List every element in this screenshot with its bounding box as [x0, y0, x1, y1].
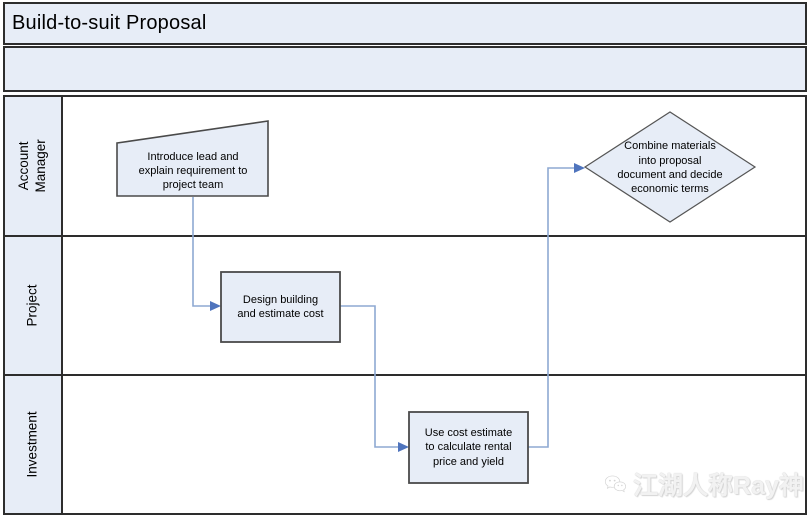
phase-bar — [3, 46, 807, 92]
lane-label-investment: Investment — [5, 376, 63, 513]
watermark: 江湖人称Ray神 — [604, 460, 804, 508]
diagram-title-bar: Build-to-suit Proposal — [3, 2, 807, 45]
shape-process-design-building — [220, 271, 341, 343]
shape-label-use-cost-estimate: Use cost estimate to calculate rental pr… — [424, 427, 513, 468]
arrowhead-icon — [574, 163, 585, 173]
connector-design-to-cost — [340, 305, 409, 452]
arrowhead-icon — [398, 442, 409, 452]
lane-label-account-manager: Account Manager — [5, 97, 63, 235]
shape-process-use-cost-estimate — [408, 411, 529, 484]
shape-label-design-building: Design building and estimate cost — [237, 293, 324, 320]
wechat-icon — [604, 475, 627, 493]
watermark-text: 江湖人称Ray神 — [633, 472, 804, 500]
shape-label-combine-materials: Combine materials into proposal document… — [617, 140, 723, 196]
shape-label-introduce-lead: Introduce lead and explain requirement t… — [138, 150, 248, 192]
connector-lead-to-design — [192, 197, 221, 311]
lane-label-project: Project — [5, 237, 63, 374]
connector-cost-to-decision — [528, 163, 585, 448]
page-title: Build-to-suit Proposal — [12, 12, 207, 34]
arrowhead-icon — [210, 301, 221, 311]
shape-manual-input-introduce-lead — [116, 120, 269, 197]
lane-content-project — [63, 237, 805, 374]
shape-decision-combine-materials — [583, 111, 757, 223]
lane-project: Project — [5, 235, 805, 374]
